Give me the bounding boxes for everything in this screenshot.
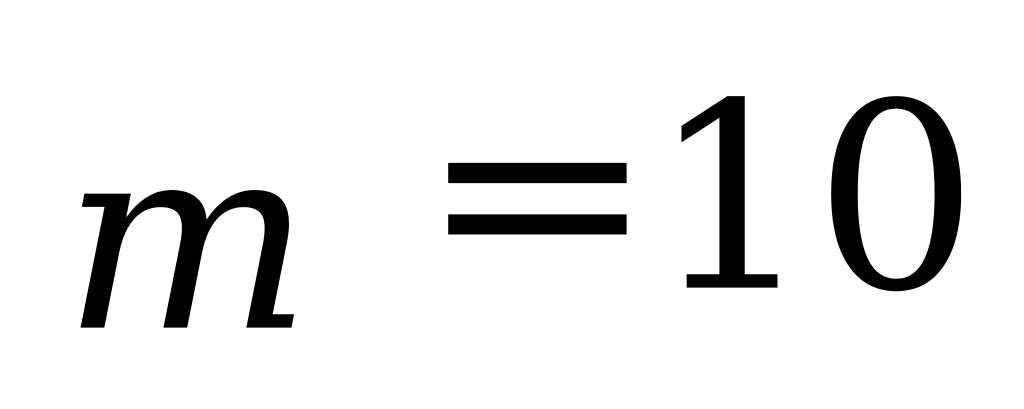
- equation-value: 10: [650, 48, 979, 349]
- equation-variable: m: [62, 88, 313, 389]
- equals-sign: =: [418, 40, 657, 341]
